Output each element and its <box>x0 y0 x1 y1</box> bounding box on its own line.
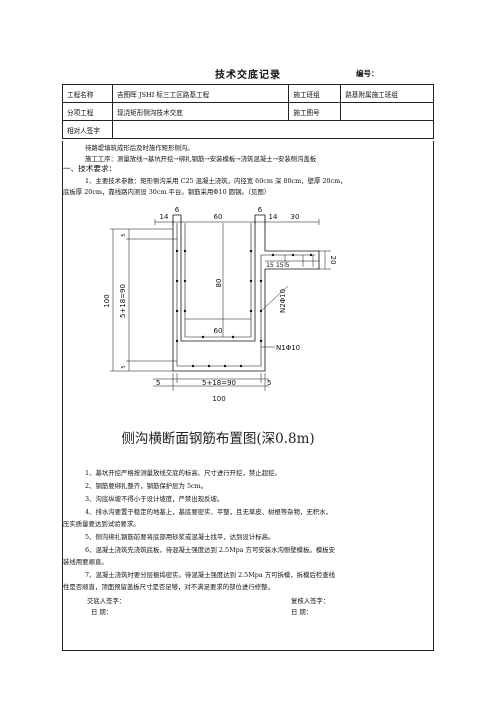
req-item-1: 1、基坑开挖严格按测量放线交底的标高、尺寸进行开挖，禁止超挖。 <box>85 469 281 477</box>
rebar-outer <box>176 223 315 367</box>
req-item-7b: 性是否顺直，顶面预留盖板尺寸是否足够，对不满足要求的部位进行修整。 <box>63 583 274 591</box>
content-line-1: 待路堤填筑成形后及时施作矩形侧沟。 <box>85 144 194 152</box>
dim-top-14a: 14 <box>160 213 169 221</box>
rebar-n1-label: N1Φ10 <box>276 344 300 352</box>
content-area: 待路堤填筑成形后及时施作矩形侧沟。 施工工序：测量放线→基坑开挖→绑扎钢筋→安装… <box>62 141 434 651</box>
project-value: 吉图晖 JSHI 标三工区路基工程 <box>111 84 290 103</box>
crew-value: 路基附属施工班组 <box>340 84 434 103</box>
crew-label: 施工班组 <box>288 84 342 103</box>
dim-left-bottom-5: 5 <box>121 365 127 368</box>
item-1-line-a: 1、主要技术参数：矩形侧沟采用 C25 混凝土浇筑，内径宽 60cm 深 80c… <box>85 177 347 185</box>
req-item-2: 2、钢筋要绑扎整齐，钢筋保护层为 5cm。 <box>85 482 208 490</box>
drawing-label: 施工图号 <box>288 102 342 121</box>
dim-left-top-5: 5 <box>121 233 127 236</box>
cross-section-drawing: 14 60 14 30 6 6 100 5+18=90 5 5 80 60 15… <box>103 206 337 447</box>
item-label: 分项工程 <box>62 102 113 121</box>
rebar-dots <box>175 249 313 368</box>
dim-six-left: 6 <box>175 206 180 214</box>
dim-top-60: 60 <box>214 213 223 221</box>
dim-platform: 15 15 5 <box>266 262 290 269</box>
date-right: 日 期： <box>291 608 313 616</box>
dim-right-20: 20 <box>329 256 337 265</box>
req-item-4b: 压实质量要达到试验要求。 <box>63 520 140 528</box>
dim-top-14b: 14 <box>269 213 278 221</box>
req-item-4a: 4、排水沟要置于稳定的地基上，基底要密实、平整，且无草皮、树根等杂物，无积水， <box>85 508 332 516</box>
dim-bottom-5-left: 5 <box>156 379 160 387</box>
sign-left: 交底人签字： <box>87 597 126 605</box>
dim-six-right: 6 <box>258 206 263 214</box>
channel-outline <box>172 214 320 372</box>
rebar-n2-label: N2Φ10 <box>279 289 287 313</box>
dim-bottom-100: 100 <box>212 395 225 403</box>
signer-value <box>111 120 435 139</box>
doc-title: 技术交底记录 <box>215 70 281 81</box>
project-label: 工程名称 <box>62 84 113 103</box>
drawing-value <box>340 102 434 121</box>
req-item-6a: 6、混凝土浇筑先浇筑底板，待混凝土强度达到 2.5Mpa 方可安装水沟侧壁模板。… <box>85 546 336 554</box>
req-item-5: 5、侧沟绑扎钢筋前要将底部用砂浆或混凝土找平，达到设计标高。 <box>85 533 275 541</box>
req-item-3: 3、沟底纵坡不得小于设计坡度，严禁出现反坡。 <box>85 495 224 503</box>
section-heading: 一、技术要求： <box>63 164 117 173</box>
item-value: 现浇矩形侧沟技术交底 <box>111 102 290 121</box>
dim-bottom-90: 5+18=90 <box>202 379 236 387</box>
content-line-2: 施工工序：测量放线→基坑开挖→绑扎钢筋→安装模板→浇筑混凝土→安装侧沟盖板 <box>85 155 317 163</box>
dim-left-90: 5+18=90 <box>119 284 127 318</box>
sign-right: 复核人签字： <box>291 597 330 605</box>
req-item-7a: 7、混凝土浇筑时要分层振捣密实。待混凝土强度达到 2.5Mpa 方可拆模，拆模后… <box>85 571 336 579</box>
dim-inner-80: 80 <box>215 279 223 288</box>
doc-number-label: 编号： <box>356 69 379 78</box>
dim-top-30: 30 <box>291 213 300 221</box>
dim-inner-60: 60 <box>214 327 223 335</box>
drawing-caption: 侧沟横断面钢筋布置图(深0.8m) <box>121 430 314 447</box>
header-table: 工程名称 吉图晖 JSHI 标三工区路基工程 施工班组 路基附属施工班组 分项工… <box>62 84 435 139</box>
item-1-line-b: 底板厚 20cm，靠线路内测设 30cm 平台。钢筋采用Φ10 圆钢。（见图） <box>63 188 271 196</box>
dim-bottom-5-right: 5 <box>267 379 271 387</box>
date-left: 日 期： <box>91 608 113 616</box>
signer-label: 相对人签字 <box>62 120 113 139</box>
dim-left-100: 100 <box>103 294 111 307</box>
req-item-6b: 装线用要顺直。 <box>63 558 108 566</box>
